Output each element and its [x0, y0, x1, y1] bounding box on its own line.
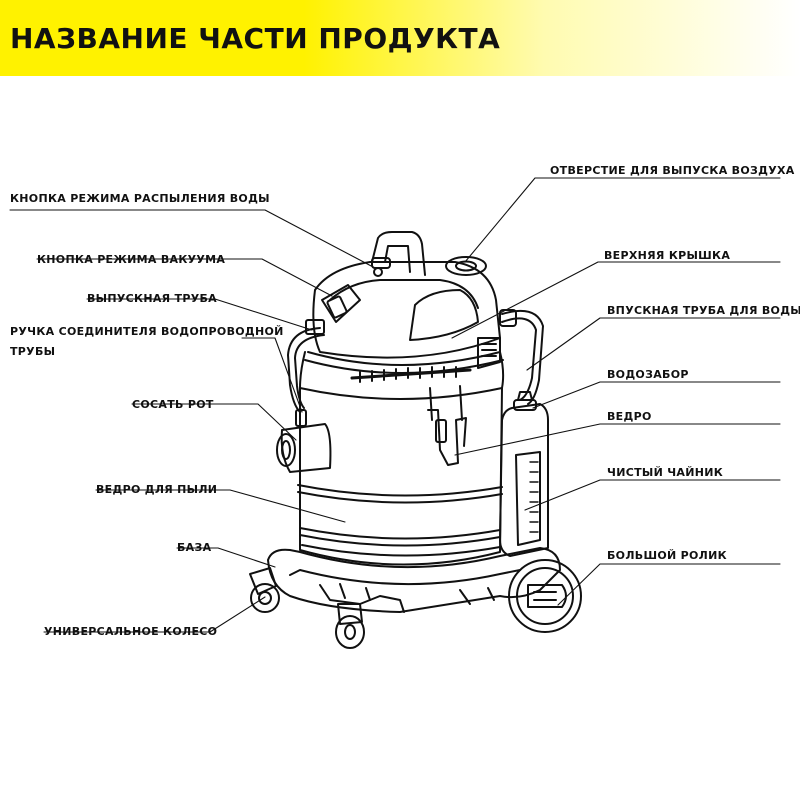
control-buttons: [321, 267, 383, 323]
base: [267, 547, 561, 613]
leader-water-inlet-pipe: [526, 317, 781, 371]
title-banner: НАЗВАНИЕ ЧАСТИ ПРОДУКТА: [0, 0, 800, 76]
leader-spray-button: [9, 209, 376, 269]
leader-suction-port: [131, 403, 297, 441]
label-spray-button: КНОПКА РЕЖИМА РАСПЫЛЕНИЯ ВОДЫ: [10, 192, 270, 205]
leader-dust-bucket: [95, 489, 346, 523]
leader-outlet-pipe: [86, 298, 313, 331]
leader-big-wheel: [557, 563, 781, 606]
label-hose-handle: РУЧКА СОЕДИНИТЕЛЯ ВОДОПРОВОДНОЙ: [10, 325, 284, 338]
leader-bucket: [454, 423, 781, 456]
label-clean-tank: ЧИСТЫЙ ЧАЙНИК: [607, 466, 724, 479]
clean-water-tank: [499, 391, 549, 557]
leader-clean-tank: [524, 479, 781, 511]
caster-front: [335, 603, 365, 649]
caster-left: [249, 567, 280, 613]
label-big-wheel: БОЛЬШОЙ РОЛИК: [607, 549, 727, 562]
leader-water-intake: [532, 381, 781, 409]
bucket-latch: [427, 385, 467, 466]
hose-and-suction: [276, 319, 332, 473]
label-water-intake: ВОДОЗАБОР: [607, 368, 689, 381]
page-title: НАЗВАНИЕ ЧАСТИ ПРОДУКТА: [10, 22, 501, 55]
label-hose-handle-line2: ТРУБЫ: [10, 345, 56, 358]
label-bucket: ВЕДРО: [607, 410, 652, 423]
leader-caster: [43, 596, 266, 633]
big-wheel: [508, 559, 582, 633]
leader-hose-handle: [241, 337, 303, 413]
leader-lines: [9, 177, 781, 633]
drum-shoulder: [299, 337, 505, 389]
leader-base: [176, 547, 276, 568]
top-cover: [312, 256, 501, 359]
label-water-inlet-pipe: ВПУСКНАЯ ТРУБА ДЛЯ ВОДЫ: [607, 304, 800, 317]
label-top-cover: ВЕРХНЯЯ КРЫШКА: [604, 249, 731, 262]
dust-drum: [297, 387, 503, 566]
leader-air-outlet: [464, 177, 781, 263]
water-inlet-pipe: [499, 309, 544, 405]
label-air-outlet: ОТВЕРСТИЕ ДЛЯ ВЫПУСКА ВОЗДУХА: [550, 164, 795, 177]
leader-vacuum-button: [36, 258, 333, 297]
